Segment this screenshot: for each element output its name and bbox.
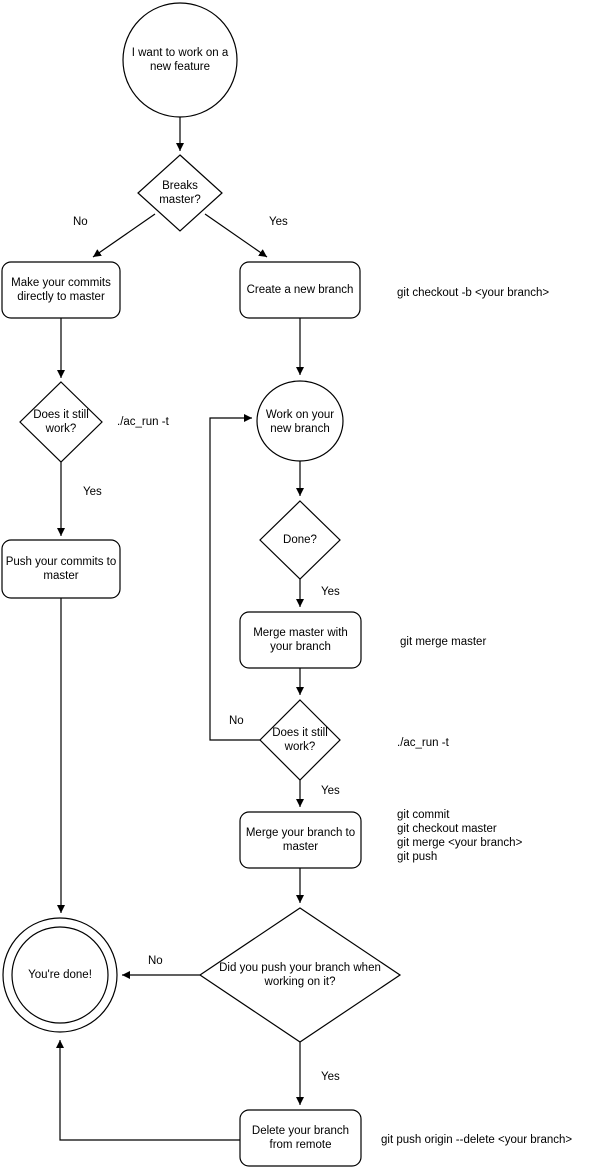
- delete-branch-box: [239, 1109, 362, 1167]
- start-node-circle: [122, 2, 238, 118]
- edge-label-left-work-yes: Yes: [83, 486, 102, 498]
- edge-label-right-work-yes: Yes: [321, 785, 340, 797]
- annotation-ac-run-right: ./ac_run -t: [397, 737, 449, 749]
- make-commits-box: [1, 261, 121, 319]
- merge-branch-box: [239, 811, 362, 869]
- edge-label-done-yes: Yes: [321, 586, 340, 598]
- edge-label-breaks-yes: Yes: [269, 216, 288, 228]
- edge-work-no-loop: [209, 414, 260, 741]
- create-branch-box: [239, 261, 361, 319]
- edge-label-breaks-no: No: [73, 216, 88, 228]
- edge-label-push-yes: Yes: [321, 1071, 340, 1083]
- annotation-ac-run-left: ./ac_run -t: [117, 416, 169, 428]
- make-commits-label: Make your commits directly to master: [11, 277, 111, 303]
- merge-branch-label: Merge your branch to master: [245, 827, 356, 853]
- merge-master-box: [239, 611, 362, 669]
- did-you-push-diamond: [198, 907, 402, 1043]
- work-on-branch-label: Work on your new branch: [265, 409, 335, 435]
- done-question-label: Done?: [283, 534, 317, 546]
- does-it-work-left-label: Does it still work?: [33, 409, 89, 435]
- annotation-merge-commands: git commit git checkout master git merge…: [397, 809, 523, 863]
- annotation-merge-master: git merge master: [400, 636, 487, 648]
- edges: [56, 117, 304, 1141]
- delete-branch-label: Delete your branch from remote: [251, 1125, 350, 1151]
- start-node-label: I want to work on a new feature: [131, 47, 229, 73]
- breaks-master-label: Breaks master?: [159, 180, 201, 206]
- done-question-diamond: [259, 500, 341, 580]
- edge-label-push-no: No: [148, 955, 163, 967]
- does-it-work-right-diamond: [259, 699, 341, 781]
- create-branch-label: Create a new branch: [246, 284, 354, 296]
- edge-breaks-no: [92, 213, 156, 258]
- youre-done-label: You're done!: [28, 969, 92, 981]
- youre-done-inner-circle: [11, 926, 109, 1024]
- edge-label-right-work-no: No: [229, 715, 244, 727]
- push-commits-box: [1, 539, 121, 599]
- annotation-checkout-branch: git checkout -b <your branch>: [397, 287, 550, 299]
- merge-master-label: Merge master with your branch: [253, 627, 348, 653]
- breaks-master-diamond: [137, 154, 223, 232]
- push-commits-label: Push your commits to master: [5, 556, 117, 582]
- did-you-push-label: Did you push your branch when working on…: [219, 962, 381, 988]
- does-it-work-right-label: Does it still work?: [272, 727, 328, 753]
- annotation-delete-remote: git push origin --delete <your branch>: [381, 1134, 573, 1146]
- does-it-work-left-diamond: [19, 381, 103, 463]
- edge-delete-to-done: [56, 1040, 240, 1141]
- work-on-branch-circle: [256, 380, 344, 462]
- edge-breaks-yes: [204, 213, 268, 258]
